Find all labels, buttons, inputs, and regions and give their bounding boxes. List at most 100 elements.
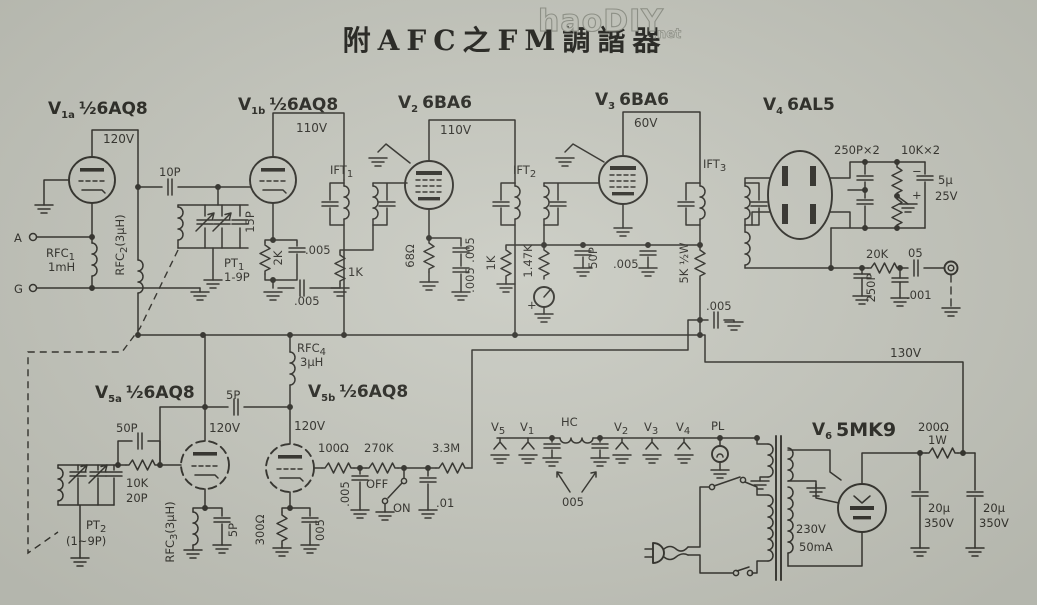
label-c005-c: .005	[463, 237, 477, 263]
label-rfc1-value: 1mH	[48, 260, 75, 274]
label-pl: PL	[711, 419, 725, 433]
label-switch-off: OFF	[366, 477, 388, 491]
tube-v2	[404, 160, 454, 210]
label-r1k-a: 1K	[348, 265, 363, 279]
label-cap1-v: 350V	[924, 516, 954, 530]
label-5u-plus: +	[912, 188, 922, 202]
stage-v1b	[249, 112, 345, 301]
label-pt2-range: (1~9P)	[66, 534, 106, 548]
osc-stage-v5b	[265, 334, 473, 557]
label-c250p: 250P	[864, 273, 878, 302]
label-c05: 05	[908, 246, 923, 260]
label-c50p-osc: 50P	[116, 421, 138, 435]
label-r5k: 5K ½W	[677, 242, 691, 283]
page-title: 附AFC之FM調諧器	[343, 24, 668, 57]
label-htr-v5: V5	[491, 420, 505, 437]
label-terminal-g: G	[14, 282, 23, 296]
if-stage-1	[321, 119, 516, 336]
label-r200-w: 1W	[928, 433, 947, 447]
label-c005-e: .005	[613, 257, 639, 271]
heater-chain	[490, 435, 758, 493]
label-switch-on: ON	[393, 501, 411, 515]
rf-input-stage	[28, 129, 210, 301]
label-v5b-voltage: 120V	[294, 419, 326, 433]
label-rfc4: RFC4	[297, 341, 326, 358]
label-c005-a: .005	[305, 243, 331, 257]
label-5u-minus: −	[912, 164, 922, 178]
label-c001: .001	[906, 288, 932, 302]
label-v6: V6	[812, 420, 832, 442]
label-c5u-voltage: 25V	[935, 189, 958, 203]
label-v1b-voltage: 110V	[296, 121, 328, 135]
label-v1a-voltage: 120V	[103, 132, 135, 146]
tube-v5a	[180, 440, 230, 490]
label-v6-type: 5MK9	[836, 419, 896, 441]
label-rfc3: RFC3(3μH)	[163, 501, 180, 562]
label-ift3: IFT3	[703, 157, 726, 174]
label-r300: 300Ω	[253, 514, 267, 545]
label-c10p: 10P	[159, 165, 181, 179]
osc-stage-v5a	[57, 334, 291, 567]
label-r2k: 2K	[271, 250, 285, 265]
transformer-core	[775, 435, 782, 581]
watermark: haoDIY .net	[537, 3, 681, 42]
label-rfc1: RFC1	[46, 246, 75, 263]
oscillator-injection	[135, 129, 251, 336]
label-r20k: 20K	[866, 247, 889, 261]
watermark-brand: haoDIY	[538, 4, 664, 39]
watermark-tld: .net	[652, 27, 681, 42]
tube-v1a	[68, 156, 116, 204]
tube-v1b	[249, 156, 297, 204]
tube-v3	[598, 155, 648, 205]
stage-v3	[555, 111, 701, 237]
detector-stage	[677, 150, 934, 269]
label-c005-g: .005	[338, 481, 352, 507]
bplus-rail	[135, 311, 964, 469]
label-xf-voltage: 230V	[796, 522, 826, 536]
ac-plug-icon	[652, 542, 665, 564]
label-cap2: 20μ	[983, 501, 1006, 515]
label-c005-afc: .005	[706, 299, 732, 313]
label-r3m3: 3.3M	[432, 441, 460, 455]
label-r147k: 1.47K	[521, 244, 535, 278]
label-v3-voltage: 60V	[634, 116, 658, 130]
label-cap2-v: 350V	[979, 516, 1009, 530]
label-c005-h: 005	[313, 519, 327, 541]
label-c5p-a: 5P	[226, 523, 240, 537]
tube-v1a-electrodes	[78, 129, 139, 194]
label-c005-d: .005	[463, 267, 477, 293]
tuning-gang-link	[27, 249, 179, 555]
label-r100: 100Ω	[318, 441, 349, 455]
audio-output	[744, 227, 961, 317]
label-pt1: PT1	[224, 256, 244, 273]
label-c250p2: 250P×2	[834, 143, 880, 157]
label-c50p-lim: 50P	[586, 247, 600, 269]
label-r10k2: 10K×2	[901, 143, 940, 157]
label-r1k-b: 1K	[484, 255, 498, 270]
tube-v5b	[265, 443, 315, 493]
label-rail-voltage: 130V	[890, 346, 922, 360]
output-jack-icon	[943, 260, 959, 276]
label-terminal-a: A	[14, 231, 22, 245]
label-htr-v1: V1	[520, 420, 534, 437]
label-htr-v3: V3	[644, 420, 658, 437]
label-r10k: 10K	[126, 476, 149, 490]
label-c005-b: .005	[294, 294, 320, 308]
label-v2-voltage: 110V	[440, 123, 472, 137]
label-ift1: IFT1	[330, 163, 353, 180]
label-c5u: 5μ	[938, 173, 953, 187]
power-switch-icon	[739, 476, 747, 484]
label-r200: 200Ω	[918, 420, 949, 434]
label-pt1-range: 1-9P	[224, 270, 250, 284]
label-rfc2: RFC2(3μH)	[113, 214, 130, 275]
power-supply	[644, 435, 985, 581]
label-hc: HC	[561, 415, 578, 429]
output-jack-pin	[947, 264, 955, 272]
